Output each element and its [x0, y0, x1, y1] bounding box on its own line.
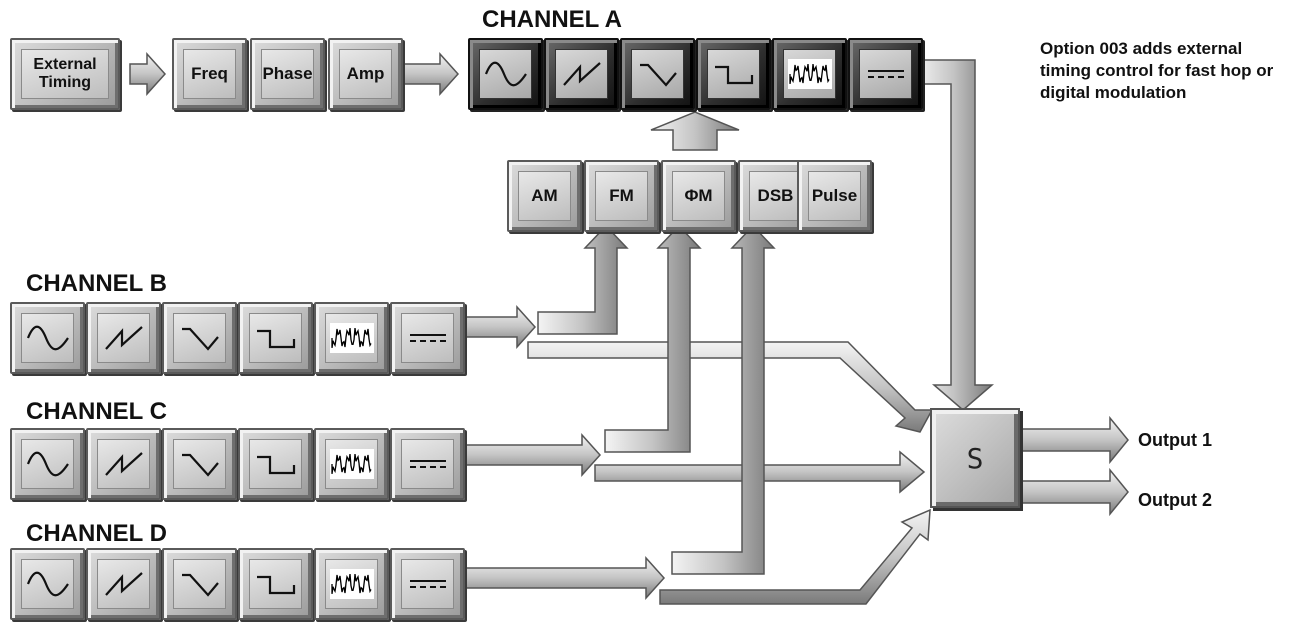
external-timing-box: External Timing	[10, 38, 120, 110]
square-wave-icon	[256, 455, 295, 475]
triangle-wave-icon	[181, 327, 219, 351]
amp-label: Amp	[346, 64, 385, 83]
freq-box: Freq	[172, 38, 247, 110]
channel-b-ramp-waveform-box	[86, 302, 161, 374]
channel-a-noise-waveform-box	[772, 38, 847, 110]
channel-c-ramp-waveform-box	[86, 428, 161, 500]
ramp-wave-icon	[104, 326, 143, 350]
noise-wave-icon	[787, 59, 832, 89]
channel-d-ramp-waveform-box	[86, 548, 161, 620]
channel-d-dc-waveform-box	[390, 548, 465, 620]
channel-d-noise-waveform-box	[314, 548, 389, 620]
channel-d-to-summer-arrow	[659, 508, 931, 605]
dc-wave-icon	[867, 70, 904, 78]
channel-b-triangle-waveform-box	[162, 302, 237, 374]
channel-b-to-fm-arrow	[537, 224, 629, 335]
output-1-arrow	[1019, 415, 1129, 465]
noise-wave-icon	[329, 323, 374, 353]
phase-box: Phase	[250, 38, 325, 110]
channel-d-arrow	[457, 556, 666, 600]
channel-c-dc-waveform-box	[390, 428, 465, 500]
channel-b-arrow	[459, 305, 537, 349]
square-wave-icon	[256, 329, 295, 349]
channel-d-title: CHANNEL D	[26, 520, 167, 547]
channel-b-noise-waveform-box	[314, 302, 389, 374]
external-timing-label: External Timing	[33, 56, 97, 91]
triangle-wave-icon	[181, 453, 219, 477]
channel-d-triangle-waveform-box	[162, 548, 237, 620]
channel-c-sine-waveform-box	[10, 428, 85, 500]
am-label: AM	[531, 186, 558, 205]
output-1-label: Output 1	[1138, 430, 1212, 450]
amp-to-channel-a-arrow	[401, 52, 460, 96]
timing-to-freq-arrow	[129, 52, 167, 96]
sine-wave-icon	[26, 451, 69, 477]
channel-d-square-waveform-box	[238, 548, 313, 620]
channel-c-to-phase-mod-arrow	[604, 224, 702, 453]
channel-a-dc-waveform-box	[848, 38, 923, 110]
freq-label: Freq	[191, 64, 228, 83]
square-wave-icon	[256, 575, 295, 595]
sine-wave-icon	[26, 571, 69, 597]
channel-a-ramp-waveform-box	[544, 38, 619, 110]
noise-wave-icon	[329, 569, 374, 599]
output-2-label: Output 2	[1138, 490, 1212, 510]
triangle-wave-icon	[639, 63, 677, 87]
triangle-wave-icon	[181, 573, 219, 597]
summing-block: S	[930, 408, 1020, 508]
channel-a-sine-waveform-box	[468, 38, 543, 110]
fm-label: FM	[609, 186, 634, 205]
ramp-wave-icon	[562, 62, 601, 86]
channel-d-to-dsb-arrow	[671, 224, 776, 575]
mod-to-channel-a-arrow	[650, 111, 740, 151]
output-2-arrow	[1019, 467, 1129, 517]
channel-b-title: CHANNEL B	[26, 270, 167, 297]
square-wave-icon	[714, 65, 753, 85]
channel-c-noise-waveform-box	[314, 428, 389, 500]
pulse-box: Pulse	[797, 160, 872, 232]
dc-wave-icon	[409, 460, 446, 468]
phase-mod-label: ΦM	[684, 186, 713, 205]
ramp-wave-icon	[104, 452, 143, 476]
pulse-label: Pulse	[811, 186, 858, 205]
sine-wave-icon	[26, 325, 69, 351]
phase-label: Phase	[262, 64, 313, 83]
channel-b-dc-waveform-box	[390, 302, 465, 374]
channel-c-square-waveform-box	[238, 428, 313, 500]
channel-c-triangle-waveform-box	[162, 428, 237, 500]
fm-box: FM	[584, 160, 659, 232]
channel-c-arrow	[454, 433, 602, 477]
channel-a-to-summer-arrow	[914, 59, 995, 411]
channel-a-title: CHANNEL A	[482, 6, 623, 33]
dc-wave-icon	[409, 580, 446, 588]
channel-c-title: CHANNEL C	[26, 398, 167, 425]
channel-b-to-summer-arrow	[527, 341, 934, 433]
ramp-wave-icon	[104, 572, 143, 596]
amp-box: Amp	[328, 38, 403, 110]
channel-b-sine-waveform-box	[10, 302, 85, 374]
phase-mod-box: ΦM	[661, 160, 736, 232]
channel-a-triangle-waveform-box	[620, 38, 695, 110]
summing-label: S	[966, 441, 984, 475]
channel-d-sine-waveform-box	[10, 548, 85, 620]
channel-a-square-waveform-box	[696, 38, 771, 110]
sine-wave-icon	[484, 61, 527, 87]
dc-wave-icon	[409, 334, 446, 342]
noise-wave-icon	[329, 449, 374, 479]
am-box: AM	[507, 160, 582, 232]
option-note: Option 003 adds external timing control …	[1040, 39, 1274, 102]
channel-b-square-waveform-box	[238, 302, 313, 374]
dsb-label: DSB	[757, 186, 794, 205]
